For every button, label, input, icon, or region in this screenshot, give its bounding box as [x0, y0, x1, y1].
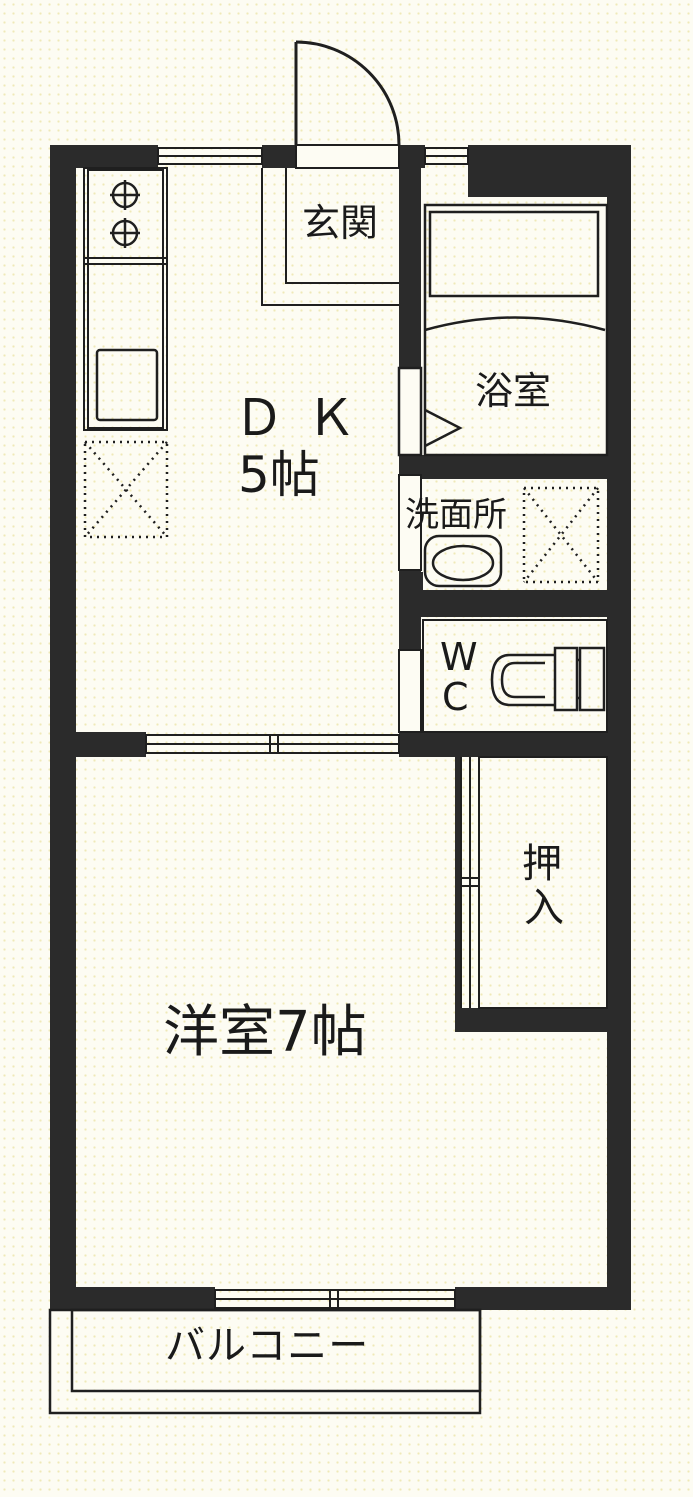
senmen-opening [398, 474, 422, 571]
stove-burner-icon [110, 180, 140, 248]
room-label-dk: ＤＫ [234, 389, 378, 447]
balcony [48, 1308, 482, 1415]
windows [145, 147, 480, 1309]
room-label-bath: 浴室 [475, 369, 552, 413]
kitchen-counter [83, 167, 168, 431]
room-label-western-room: 洋室7帖 [163, 1000, 367, 1065]
room-label-closet-top: 押 [522, 841, 562, 887]
outer-walls [50, 145, 631, 1310]
washbasin-icon [423, 534, 503, 588]
closet-frame [478, 756, 608, 1009]
interior-walls [76, 168, 607, 1032]
room-size-dk: 5帖 [238, 446, 320, 504]
sink-icon [95, 348, 159, 422]
room-label-closet-bottom: 入 [524, 885, 564, 931]
room-label-washroom: 洗面所 [405, 495, 507, 535]
room-label-genkan: 玄関 [302, 201, 379, 245]
room-label-wc-w: W [440, 635, 478, 679]
genkan-step [261, 168, 399, 306]
wc-room [422, 619, 608, 733]
room-label-wc-c: C [442, 675, 469, 719]
toilet-icon [490, 646, 606, 712]
room-label-balcony: バルコニー [165, 1323, 370, 1369]
entry-door-icon [294, 40, 401, 169]
bathtub-icon [423, 203, 609, 457]
fridge-space-icon [83, 440, 169, 539]
wc-door [398, 649, 422, 733]
washer-space-icon [522, 486, 600, 584]
bath-door [397, 366, 463, 457]
